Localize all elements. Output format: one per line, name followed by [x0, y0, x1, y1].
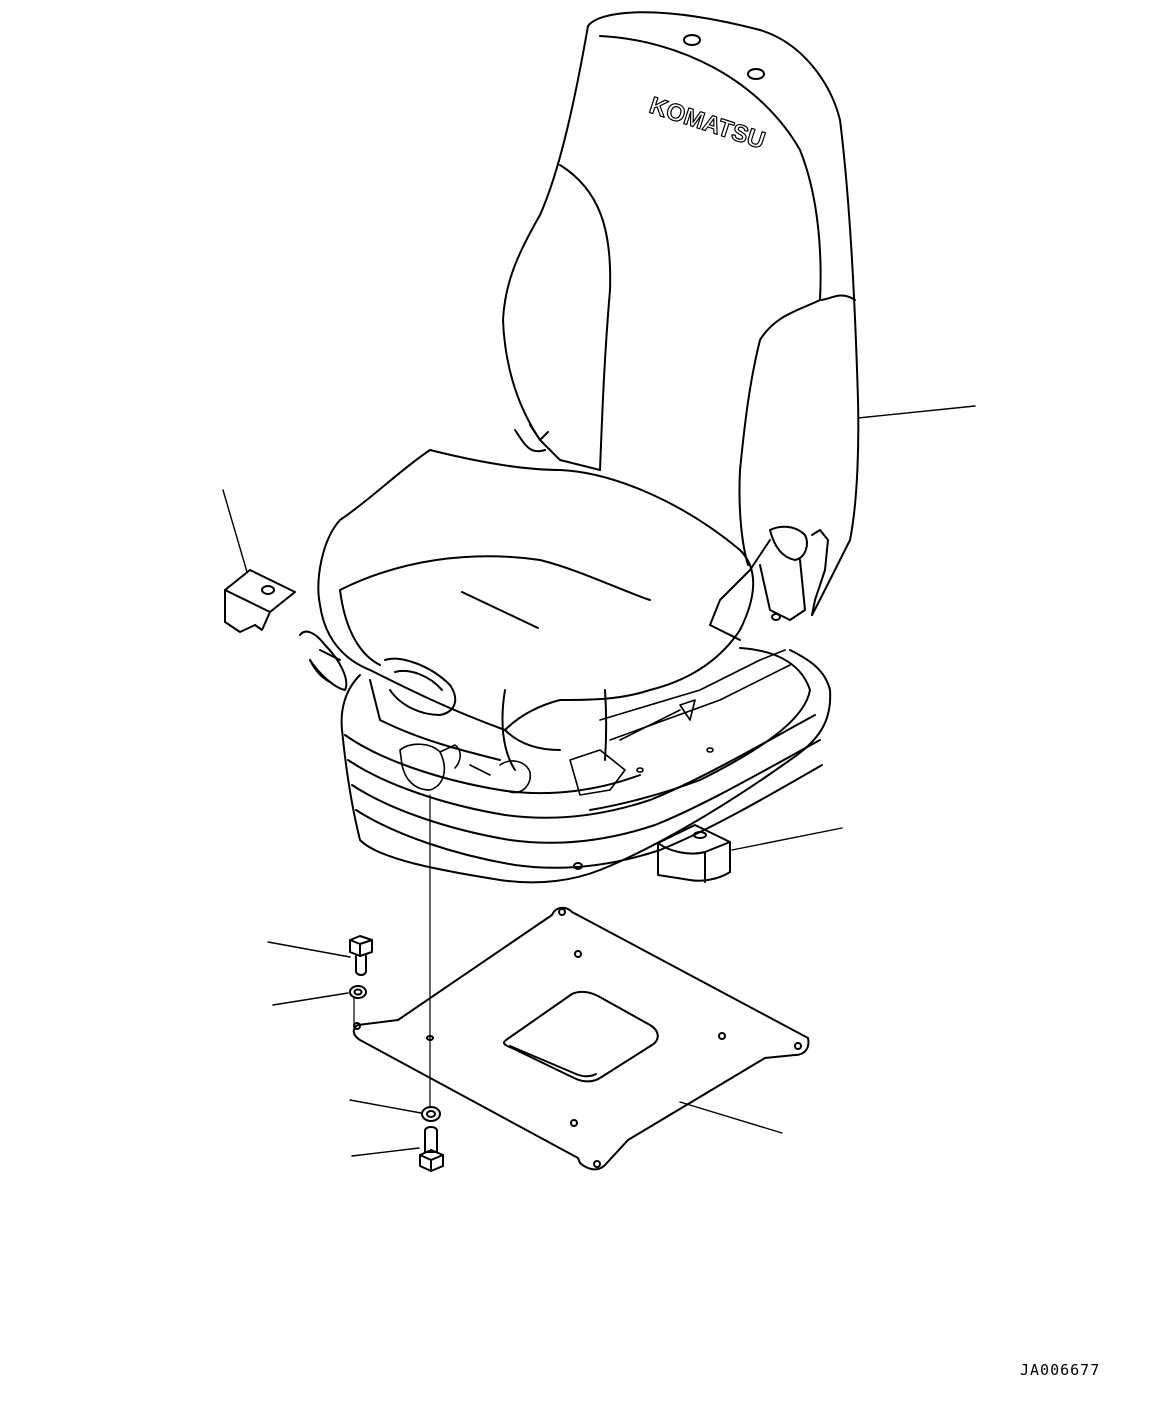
- leader-bolt-lower: [351, 1147, 420, 1157]
- bolt-lower: [419, 1126, 444, 1172]
- right-armrest-bracket: [709, 525, 829, 641]
- spacer-block-right: [657, 824, 731, 883]
- leader-spacer-block: [731, 827, 843, 851]
- bolt-upper: [349, 935, 373, 976]
- leader-bolt-upper: [267, 941, 351, 958]
- leader-seat-assembly: [857, 405, 976, 419]
- seat-cushion: [317, 449, 755, 771]
- leader-base-plate: [679, 1101, 783, 1134]
- washer-upper: [349, 985, 367, 999]
- callout-leaders: [222, 405, 976, 1157]
- mounting-bracket-left: [224, 569, 296, 633]
- nut-lower: [421, 1106, 441, 1122]
- suspension-mechanism: [399, 649, 791, 796]
- backrest-logo: KOMATSU: [646, 92, 768, 155]
- front-adjust-handle: [384, 657, 457, 716]
- seat-suspension-base: [340, 647, 832, 884]
- leader-washer-upper: [272, 992, 349, 1006]
- seat-backrest: [502, 11, 860, 616]
- seat-base-plate: [352, 906, 810, 1171]
- assembly-centerline: [353, 794, 431, 1109]
- left-adjust-lever: [299, 630, 348, 691]
- leader-bracket-left: [222, 489, 248, 573]
- leader-nut-lower: [349, 1099, 422, 1114]
- drawing-code-label: JA006677: [1020, 1361, 1101, 1379]
